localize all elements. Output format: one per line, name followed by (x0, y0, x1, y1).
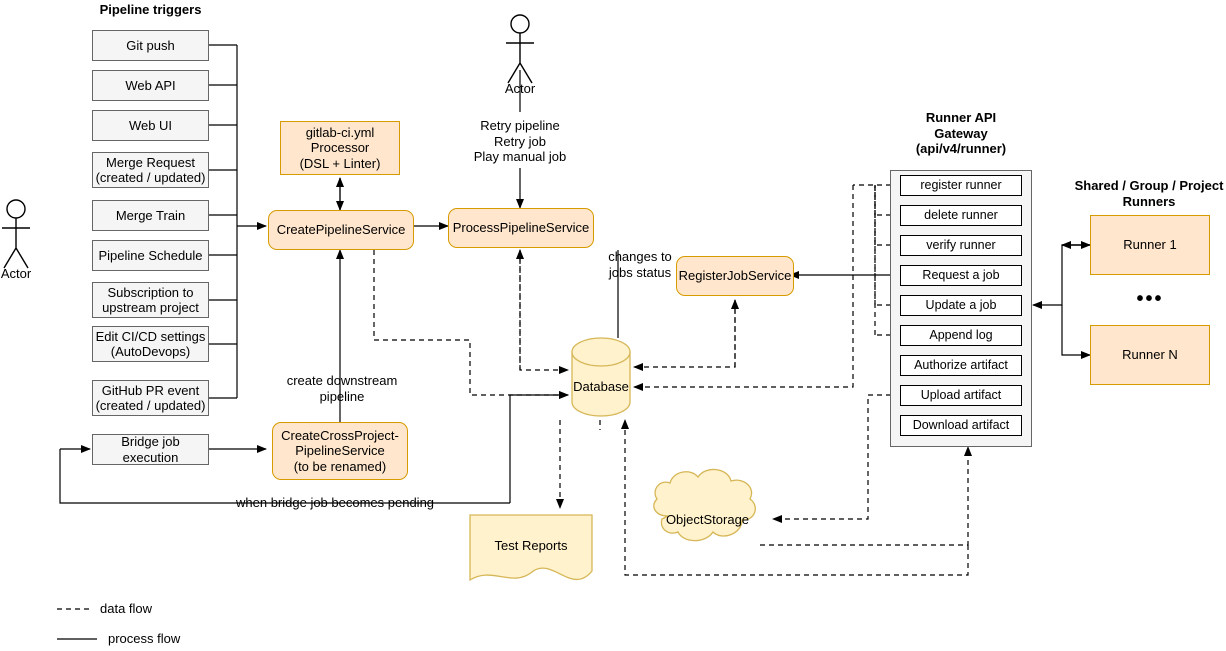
api-verify-runner[interactable]: verify runner (900, 235, 1022, 256)
api-label: Upload artifact (920, 388, 1002, 403)
trigger-label: Bridge job execution (121, 434, 180, 465)
trigger-label: Pipeline Schedule (98, 247, 203, 263)
trigger-merge-train[interactable]: Merge Train (92, 200, 209, 231)
api-download-artifact[interactable]: Download artifact (900, 415, 1022, 436)
trigger-label: Web API (125, 77, 176, 93)
edge-label-bridge-pending: when bridge job becomes pending (236, 495, 435, 510)
runner-label: Runner N (1122, 347, 1178, 363)
trigger-label: Edit CI/CD settings (AutoDevops) (95, 328, 206, 359)
register-job-service[interactable]: RegisterJobService (676, 256, 794, 296)
object-storage-label: ObjectStorage (665, 512, 750, 527)
api-request-a-job[interactable]: Request a job (900, 265, 1022, 286)
trigger-web-ui[interactable]: Web UI (92, 110, 209, 141)
service-label: CreateCrossProject- PipelineService (to … (281, 428, 399, 474)
trigger-label: Merge Request (created / updated) (95, 154, 206, 185)
test-reports-shape (469, 514, 593, 582)
legend-process-flow-label: process flow (108, 631, 181, 646)
api-authorize-artifact[interactable]: Authorize artifact (900, 355, 1022, 376)
trigger-label: Merge Train (115, 207, 186, 223)
api-append-log[interactable]: Append log (900, 325, 1022, 346)
trigger-edit-cicd-settings[interactable]: Edit CI/CD settings (AutoDevops) (92, 326, 209, 362)
trigger-label: Web UI (128, 117, 173, 133)
trigger-subscription-upstream[interactable]: Subscription to upstream project (92, 282, 209, 318)
api-label: verify runner (926, 238, 996, 253)
create-pipeline-service[interactable]: CreatePipelineService (268, 210, 414, 250)
trigger-label: Subscription to upstream project (102, 284, 199, 315)
api-label: Update a job (925, 298, 997, 313)
api-label: delete runner (924, 208, 998, 223)
service-label: ProcessPipelineService (452, 220, 590, 236)
trigger-web-api[interactable]: Web API (92, 70, 209, 101)
trigger-bridge-job-execution[interactable]: Bridge job execution (92, 434, 209, 465)
trigger-merge-request[interactable]: Merge Request (created / updated) (92, 152, 209, 188)
pipeline-triggers-title: Pipeline triggers (99, 2, 202, 17)
edge-label-changes-to-jobs-status: changes to jobs status (608, 249, 672, 280)
runner-n[interactable]: Runner N (1090, 325, 1210, 385)
runner-1[interactable]: Runner 1 (1090, 215, 1210, 275)
api-label: Append log (929, 328, 993, 343)
service-label: CreatePipelineService (276, 222, 406, 238)
legend-data-flow-label: data flow (100, 601, 153, 616)
edge-label-retry: Retry pipeline Retry job Play manual job (473, 118, 567, 165)
database-shape (571, 337, 631, 417)
api-label: Request a job (922, 268, 1000, 283)
gitlab-ci-yml-processor[interactable]: gitlab-ci.yml Processor (DSL + Linter) (280, 121, 400, 175)
runners-ellipsis: ••• (1136, 288, 1164, 310)
service-label: gitlab-ci.yml Processor (DSL + Linter) (299, 125, 381, 171)
create-cross-project-pipeline-service[interactable]: CreateCrossProject- PipelineService (to … (272, 422, 408, 480)
service-label: RegisterJobService (678, 268, 792, 284)
api-label: register runner (920, 178, 1002, 193)
trigger-git-push[interactable]: Git push (92, 30, 209, 61)
actor-label-left: Actor (0, 266, 32, 281)
api-delete-runner[interactable]: delete runner (900, 205, 1022, 226)
trigger-label: Git push (126, 37, 175, 53)
test-reports-label: Test Reports (494, 538, 568, 553)
runner-label: Runner 1 (1123, 237, 1177, 253)
api-label: Authorize artifact (914, 358, 1008, 373)
process-pipeline-service[interactable]: ProcessPipelineService (448, 208, 594, 248)
api-register-runner[interactable]: register runner (900, 175, 1022, 196)
object-storage-shape (653, 468, 756, 542)
trigger-github-pr-event[interactable]: GitHub PR event (created / updated) (92, 380, 209, 416)
api-upload-artifact[interactable]: Upload artifact (900, 385, 1022, 406)
trigger-label: GitHub PR event (created / updated) (95, 382, 206, 413)
api-update-a-job[interactable]: Update a job (900, 295, 1022, 316)
actor-label-top: Actor (504, 81, 536, 96)
trigger-pipeline-schedule[interactable]: Pipeline Schedule (92, 240, 209, 271)
runners-group-title: Shared / Group / Project Runners (1074, 178, 1224, 209)
database-label: Database (573, 379, 629, 394)
runner-api-gateway-title: Runner API Gateway (api/v4/runner) (915, 110, 1007, 157)
edge-label-create-downstream: create downstream pipeline (286, 373, 398, 404)
api-label: Download artifact (912, 418, 1010, 433)
